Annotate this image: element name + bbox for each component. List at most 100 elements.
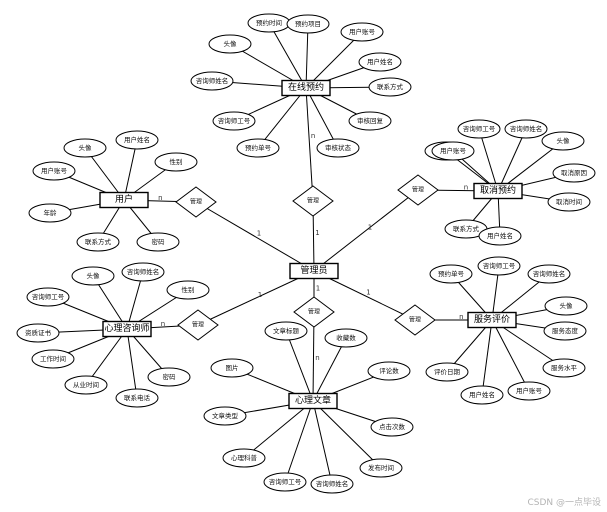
cardinality-label: 1 <box>366 289 370 297</box>
attribute-ellipse <box>477 256 521 276</box>
cardinality-label: n <box>315 354 319 362</box>
attribute-label: 咨询师姓名 <box>196 76 229 85</box>
attribute-label: 性别 <box>170 157 183 166</box>
attribute-link <box>305 31 363 89</box>
attribute-label: 联系方式 <box>85 237 112 246</box>
attribute-ellipse <box>76 232 120 252</box>
attribute-link <box>126 328 138 399</box>
relationship-diamond <box>177 309 219 341</box>
attribute-ellipse <box>478 226 522 246</box>
attribute-label: 用户姓名 <box>367 57 393 66</box>
attribute-ellipse <box>324 328 368 348</box>
attribute-label: 联系电话 <box>124 393 151 402</box>
attribute-label: 点击次数 <box>379 422 406 431</box>
cardinality-label: 1 <box>316 285 320 293</box>
attribute-ellipse <box>121 262 165 282</box>
relationship-link <box>195 201 315 272</box>
attribute-ellipse <box>263 472 307 492</box>
cardinality-label: 1 <box>315 229 319 237</box>
entity-label: 心理咨询师 <box>104 322 149 334</box>
attribute-ellipse <box>286 14 330 34</box>
attribute-ellipse <box>359 458 403 478</box>
entity-label: 用户 <box>115 193 133 205</box>
cardinality-label: n <box>311 132 315 140</box>
entity-box <box>102 320 152 338</box>
attribute-label: 年龄 <box>44 208 58 217</box>
relationship-label: 管理 <box>307 197 319 205</box>
attribute-label: 头像 <box>79 143 93 152</box>
attribute-label: 密码 <box>152 237 166 246</box>
attribute-ellipse <box>236 138 280 158</box>
attribute-ellipse <box>208 34 252 54</box>
entity-box <box>99 191 149 209</box>
cardinality-label: 1 <box>258 291 262 299</box>
relationship-label: 管理 <box>308 308 320 316</box>
attribute-ellipse <box>316 138 360 158</box>
attribute-label: 预约项目 <box>295 19 321 28</box>
attribute-label: 服务态度 <box>552 326 579 335</box>
entity-label: 服务评价 <box>474 313 510 325</box>
attribute-link <box>497 128 527 192</box>
entity-box <box>473 182 523 200</box>
attribute-ellipse <box>552 163 596 183</box>
attribute-label: 咨询师工号 <box>218 116 251 125</box>
attribute-ellipse <box>136 232 180 252</box>
cardinality-label: 1 <box>368 224 372 232</box>
attribute-label: 咨询师工号 <box>483 261 516 270</box>
attribute-ellipse <box>425 362 469 382</box>
attribute-label: 评价日期 <box>434 368 461 376</box>
attribute-ellipse <box>358 52 402 72</box>
attribute-ellipse <box>212 111 256 131</box>
attribute-label: 咨询师工号 <box>269 477 302 486</box>
attribute-label: 发布时间 <box>368 463 394 472</box>
attribute-label: 用户账号 <box>41 166 68 175</box>
relationship-label: 管理 <box>412 186 424 194</box>
attribute-link <box>126 271 144 330</box>
attribute-link <box>312 400 333 485</box>
relationship-diamond <box>397 174 439 206</box>
attribute-ellipse <box>190 71 234 91</box>
attribute-label: 取消时间 <box>556 197 582 206</box>
attribute-ellipse <box>115 388 159 408</box>
attribute-label: 咨询师姓名 <box>127 267 160 276</box>
relationship-link <box>313 189 419 272</box>
attribute-link <box>312 400 382 469</box>
attribute-label: 用户账号 <box>440 146 467 155</box>
entity-label: 心理文章 <box>295 394 331 406</box>
relationship-label: 管理 <box>190 198 202 206</box>
entity-label: 在线预约 <box>288 81 324 93</box>
cardinality-label: 1 <box>257 230 261 238</box>
attribute-label: 从业时间 <box>73 380 99 389</box>
attribute-ellipse <box>367 361 411 381</box>
attribute-link <box>85 328 128 386</box>
attribute-link <box>312 337 347 402</box>
attribute-ellipse <box>264 321 308 341</box>
cardinality-label: n <box>464 184 468 192</box>
attribute-ellipse <box>28 203 72 223</box>
attribute-label: 预约单号 <box>245 143 272 152</box>
entity-box <box>281 79 331 97</box>
cardinality-label: n <box>158 194 162 202</box>
attribute-ellipse <box>370 417 414 437</box>
attribute-ellipse <box>26 287 70 307</box>
entity-label: 取消预约 <box>480 184 516 196</box>
attribute-label: 联系方式 <box>377 82 404 91</box>
attribute-label: 头像 <box>557 136 571 145</box>
attribute-link <box>497 140 564 192</box>
attribute-label: 审核状态 <box>325 143 352 152</box>
attribute-ellipse <box>310 474 354 494</box>
attribute-ellipse <box>64 375 108 395</box>
attribute-link <box>284 400 314 483</box>
attribute-label: 取消原因 <box>561 168 587 177</box>
attribute-link <box>285 330 314 402</box>
attribute-ellipse <box>544 296 588 316</box>
attribute-ellipse <box>457 119 501 139</box>
attribute-ellipse <box>203 406 247 426</box>
attribute-link <box>305 87 339 149</box>
attribute-ellipse <box>542 358 586 378</box>
attribute-label: 用户账号 <box>516 386 543 395</box>
relationship-link <box>305 87 314 202</box>
attribute-label: 密码 <box>163 372 177 381</box>
attribute-label: 用户姓名 <box>469 390 495 399</box>
attribute-label: 评论数 <box>379 366 399 375</box>
